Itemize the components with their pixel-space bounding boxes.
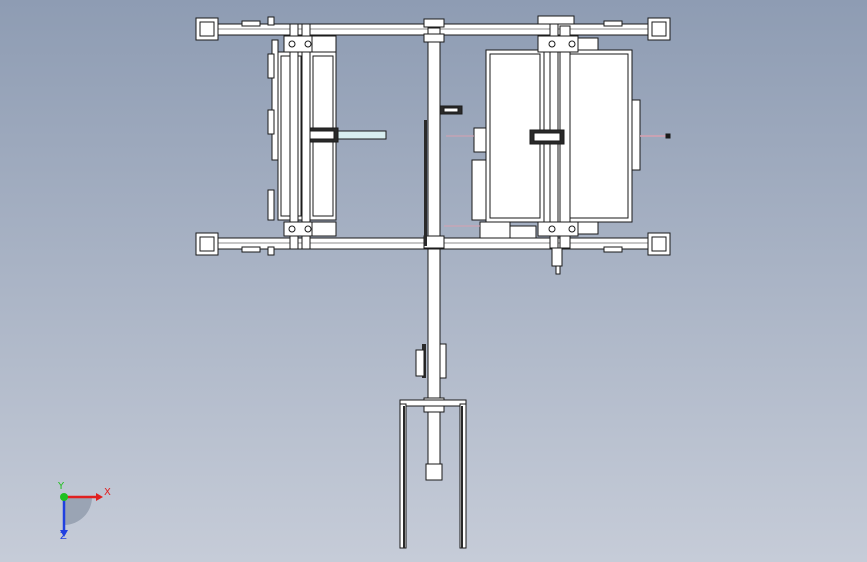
x-axis-head [96, 493, 103, 501]
z-axis-head [60, 530, 68, 537]
x-axis-label: X [104, 487, 111, 498]
left-module [267, 39, 387, 221]
coordinate-triad [60, 493, 103, 537]
central-column [423, 27, 463, 249]
y-axis-dot [60, 493, 68, 501]
left-vertical-posts [283, 23, 337, 250]
y-axis-label: Y [58, 481, 65, 492]
stand-legs [399, 399, 467, 549]
z-axis-label: Z [60, 531, 67, 542]
right-module [444, 23, 671, 275]
corner-bracket-bottom-right [647, 232, 671, 256]
corner-bracket-top-right [647, 17, 671, 41]
corner-bracket-bottom-left [195, 232, 219, 256]
beam-clamps [241, 15, 623, 256]
lower-column [415, 248, 447, 481]
corner-bracket-top-left [195, 17, 219, 41]
